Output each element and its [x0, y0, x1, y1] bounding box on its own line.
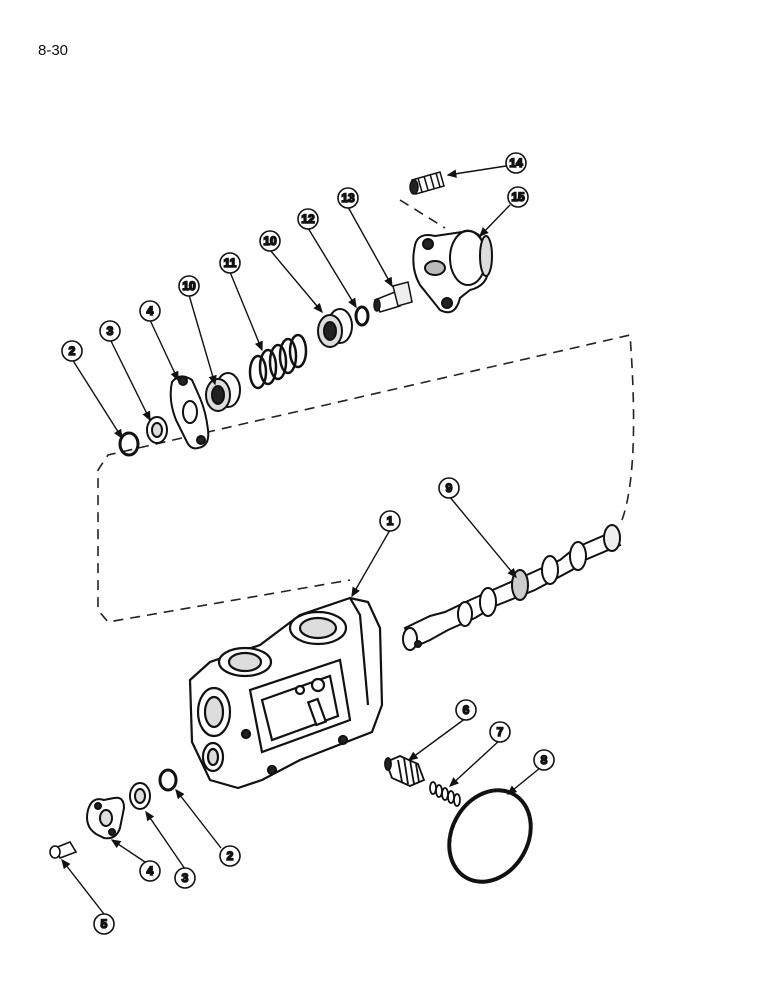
assembly-dashed-lines: [97, 199, 635, 623]
svg-text:11: 11: [224, 256, 237, 270]
callout-7: 7: [489, 721, 511, 743]
svg-text:1: 1: [387, 514, 394, 528]
plug-part-13: [373, 281, 413, 313]
callout-1: 1: [379, 510, 401, 532]
svg-text:7: 7: [497, 725, 504, 739]
screw-part-5: [49, 841, 78, 860]
callout-10-lower: 10: [178, 275, 200, 297]
svg-text:5: 5: [101, 917, 108, 931]
spool-part-9: [402, 524, 622, 651]
ring-part-2-lower: [158, 768, 178, 792]
svg-text:4: 4: [147, 864, 154, 878]
svg-text:15: 15: [511, 190, 525, 204]
svg-text:12: 12: [301, 212, 315, 226]
screw-part-14: [409, 171, 445, 195]
check-valve-part-6: [384, 755, 426, 787]
callout-10-upper: 10: [259, 230, 281, 252]
callout-9: 9: [438, 477, 460, 499]
leader-lines: [61, 165, 541, 915]
bushing-part-3-lower: [129, 782, 151, 810]
callout-2-lower: 2: [219, 845, 241, 867]
callout-11: 11: [219, 252, 241, 274]
svg-text:3: 3: [107, 324, 114, 338]
callout-14: 14: [505, 152, 527, 174]
valve-body-part-1: [188, 596, 384, 790]
callout-5: 5: [93, 913, 115, 935]
plate-part-4-upper: [169, 375, 210, 450]
spring-seat-part-10-upper: [317, 308, 353, 348]
bushing-part-3-upper: [146, 416, 168, 444]
svg-text:14: 14: [509, 156, 523, 170]
callout-3-upper: 3: [99, 320, 121, 342]
callout-8: 8: [533, 749, 555, 771]
callout-2-upper: 2: [61, 340, 83, 362]
svg-text:10: 10: [182, 279, 196, 293]
svg-text:9: 9: [446, 481, 453, 495]
callout-6: 6: [455, 699, 477, 721]
spring-seat-part-10-lower: [205, 372, 241, 412]
svg-text:3: 3: [182, 871, 189, 885]
callout-4-upper: 4: [139, 300, 161, 322]
svg-text:2: 2: [227, 849, 234, 863]
callout-15: 15: [507, 186, 529, 208]
spring-part-11: [248, 333, 308, 390]
svg-text:13: 13: [341, 191, 355, 205]
ring-part-2-upper: [118, 431, 140, 457]
callout-12: 12: [297, 208, 319, 230]
callout-3-lower: 3: [174, 867, 196, 889]
svg-text:4: 4: [147, 304, 154, 318]
cap-part-15: [412, 229, 493, 314]
callout-13: 13: [337, 187, 359, 209]
spring-part-7: [429, 781, 461, 807]
plate-part-4-lower: [86, 796, 126, 840]
callout-4-lower: 4: [139, 860, 161, 882]
svg-text:2: 2: [69, 344, 76, 358]
svg-text:10: 10: [263, 234, 277, 248]
svg-text:8: 8: [541, 753, 548, 767]
svg-text:6: 6: [463, 703, 470, 717]
o-ring-part-8: [447, 788, 533, 884]
o-ring-part-12: [354, 305, 370, 327]
page-number: 8-30: [38, 42, 69, 59]
